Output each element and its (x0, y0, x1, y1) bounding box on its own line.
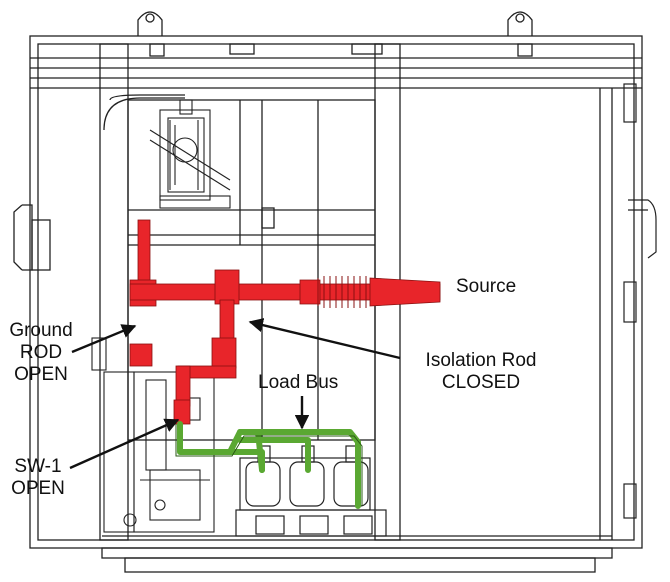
ground-rod-line1: Ground (9, 320, 73, 341)
upper-switch-mechanism (149, 99, 231, 209)
green-bus-outline (175, 424, 363, 506)
ground-rod-line2: ROD (19, 342, 63, 363)
sw1-label: SW-1 OPEN (8, 456, 68, 500)
isolation-rod-line2: CLOSED (441, 372, 521, 393)
isolation-rod-line1: Isolation Rod (425, 350, 537, 371)
ground-rod-arrow (71, 324, 137, 354)
left-door-handle (13, 204, 51, 271)
load-bus-label: Load Bus (258, 372, 339, 393)
ground-rod-label: Ground ROD OPEN (6, 320, 76, 386)
sw1-arrow (69, 418, 180, 470)
sw1-line1: SW-1 (14, 456, 62, 477)
source-label: Source (456, 276, 517, 297)
right-hinges (623, 83, 657, 519)
load-bus-green (177, 421, 361, 509)
isolation-rod-arrow (248, 318, 401, 360)
isolation-rod-label: Isolation Rod CLOSED (418, 350, 544, 394)
ground-rod-line3: OPEN (14, 364, 68, 385)
source-bus-red (129, 219, 441, 425)
sw1-line2: OPEN (11, 478, 65, 499)
callout-arrows (69, 318, 401, 470)
source-bushing-ribs (317, 276, 367, 308)
